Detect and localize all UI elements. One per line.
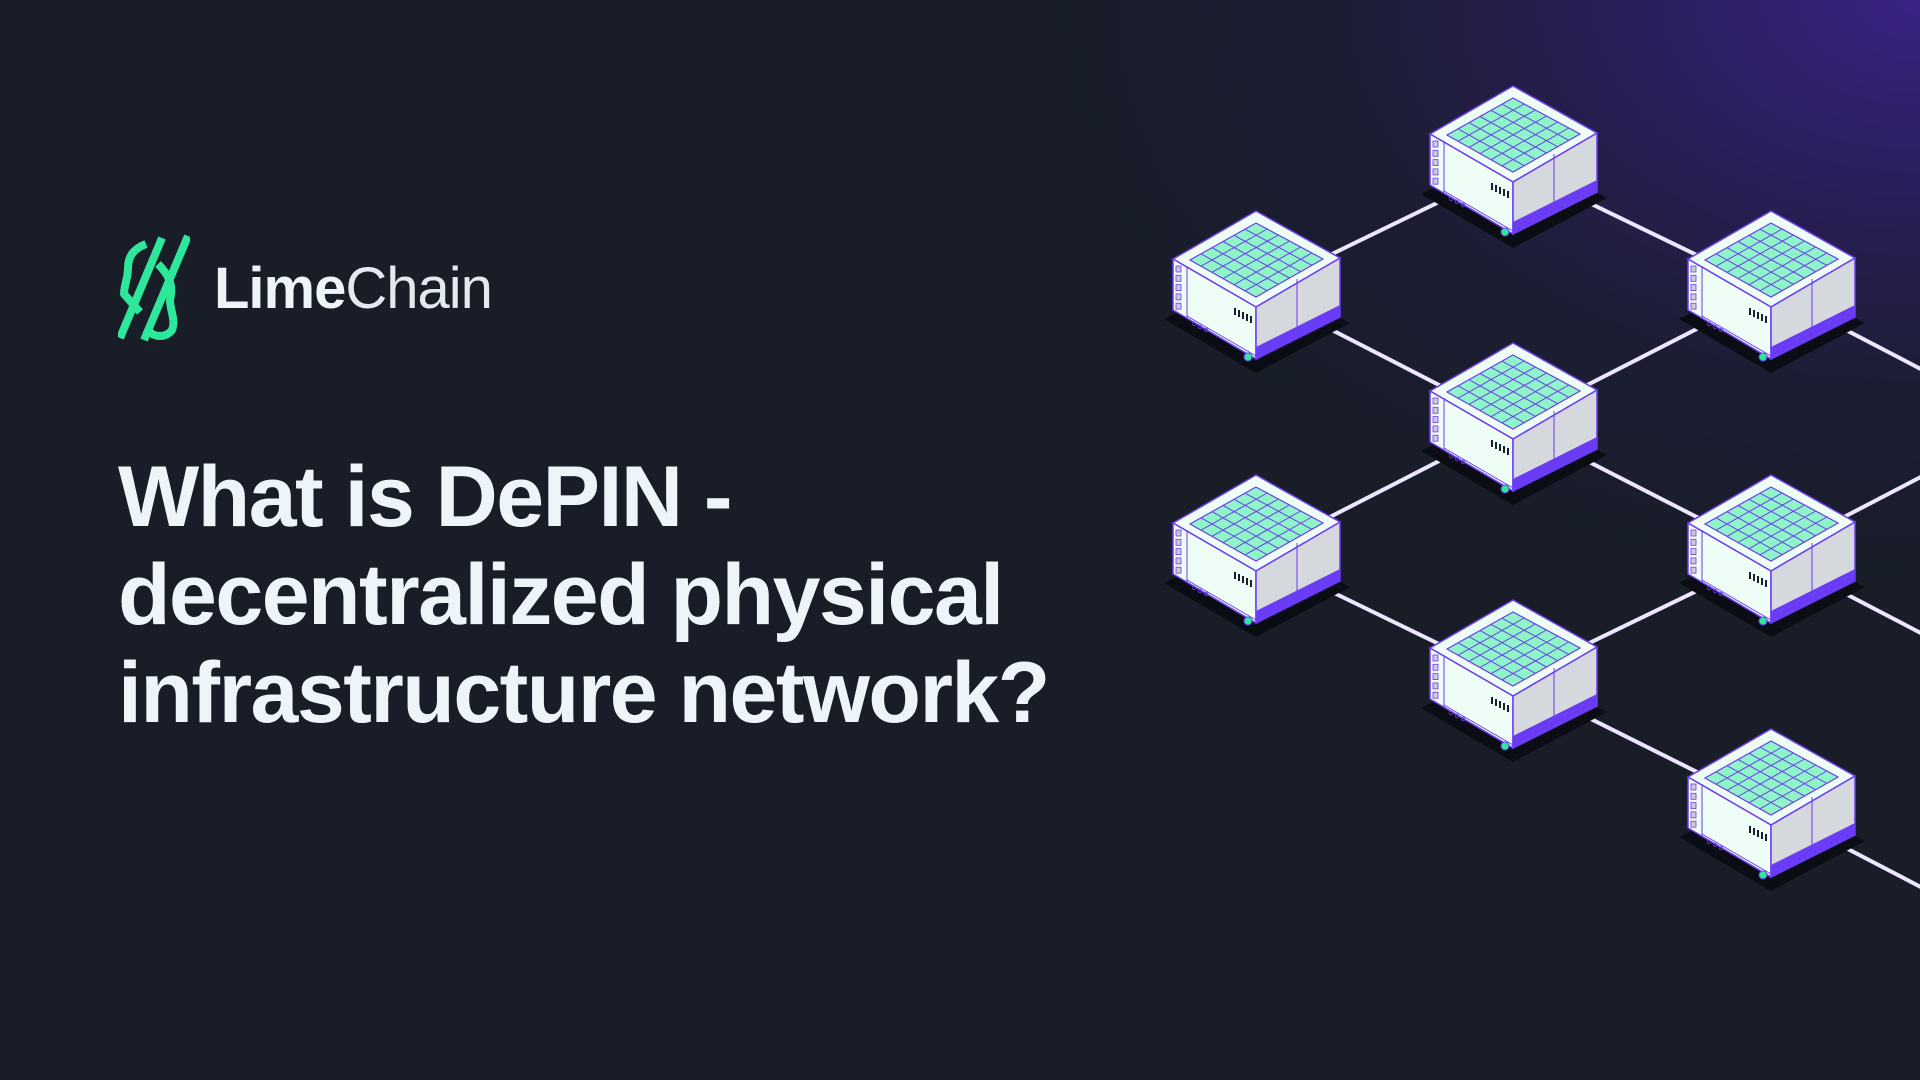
server-node bbox=[1679, 474, 1865, 637]
title-line-1: What is DePIN - bbox=[118, 449, 733, 545]
status-led-icon bbox=[1243, 352, 1253, 362]
limechain-logo[interactable]: LimeChain bbox=[118, 234, 493, 342]
title-line-2: decentralized physical bbox=[118, 547, 1004, 643]
server-node bbox=[1421, 599, 1607, 762]
status-led-icon bbox=[1500, 741, 1510, 751]
status-led-icon bbox=[1758, 870, 1768, 880]
status-led-icon bbox=[1758, 616, 1768, 626]
server-node bbox=[1679, 728, 1865, 891]
limechain-wordmark: LimeChain bbox=[214, 255, 493, 322]
server-node bbox=[1421, 342, 1607, 505]
page-title: What is DePIN - decentralized physical i… bbox=[118, 448, 1050, 742]
title-line-3: infrastructure network? bbox=[118, 645, 1050, 741]
server-nodes bbox=[1164, 85, 1865, 891]
limechain-logo-icon bbox=[118, 234, 190, 342]
status-led-icon bbox=[1758, 352, 1768, 362]
status-led-icon bbox=[1243, 616, 1253, 626]
server-node bbox=[1164, 474, 1350, 637]
server-node bbox=[1164, 210, 1350, 373]
wordmark-lime: Lime bbox=[214, 255, 346, 321]
server-node bbox=[1679, 210, 1865, 373]
server-node bbox=[1421, 85, 1607, 248]
wordmark-chain: Chain bbox=[345, 255, 493, 321]
status-led-icon bbox=[1500, 227, 1510, 237]
status-led-icon bbox=[1500, 484, 1510, 494]
